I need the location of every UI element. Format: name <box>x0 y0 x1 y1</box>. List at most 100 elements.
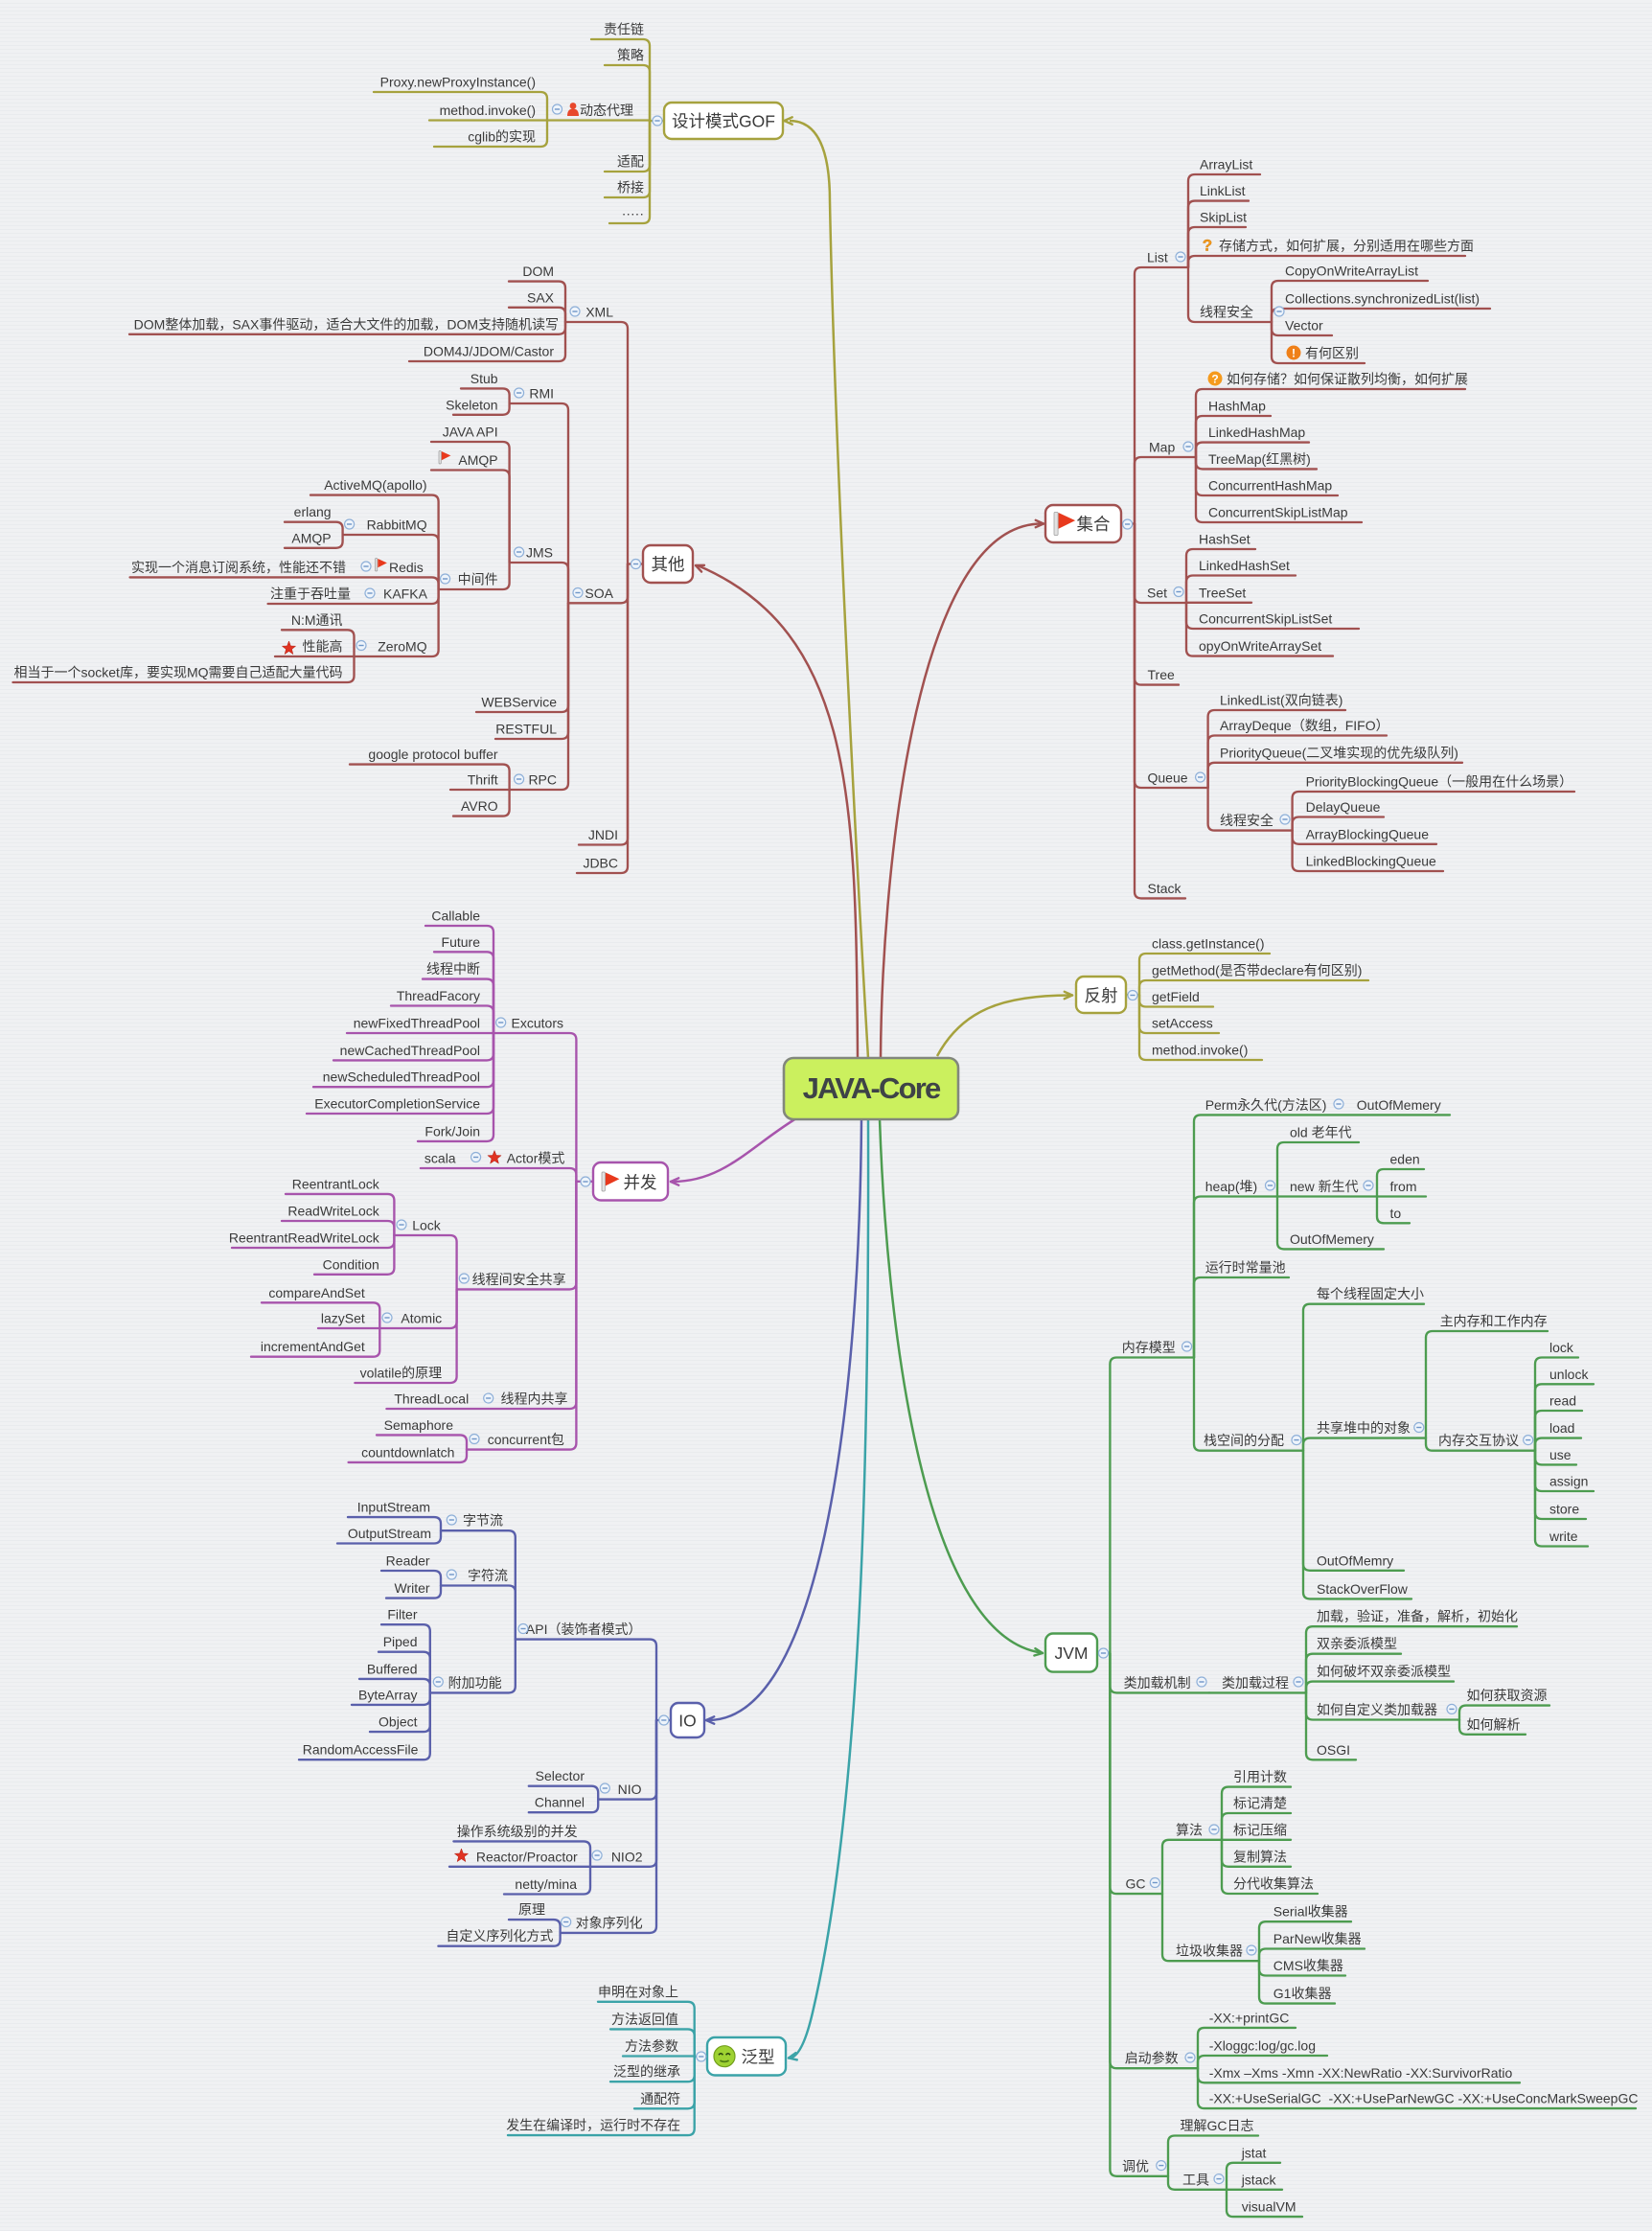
svg-text:运行时常量池: 运行时常量池 <box>1205 1260 1286 1276</box>
svg-text:RabbitMQ: RabbitMQ <box>367 518 427 533</box>
svg-text:newFixedThreadPool: newFixedThreadPool <box>354 1016 480 1031</box>
svg-text:适配: 适配 <box>617 154 644 170</box>
svg-text:线程中断: 线程中断 <box>426 961 480 977</box>
svg-text:?: ? <box>1211 373 1218 386</box>
svg-text:SOA: SOA <box>585 586 613 601</box>
svg-text:Callable: Callable <box>431 908 480 924</box>
svg-text:理解GC日志: 理解GC日志 <box>1181 2118 1254 2133</box>
svg-text:Piped: Piped <box>383 1634 418 1649</box>
svg-text:桥接: 桥接 <box>617 180 644 196</box>
svg-text:Filter: Filter <box>387 1607 417 1622</box>
svg-text:Skeleton: Skeleton <box>446 397 497 412</box>
svg-text:write: write <box>1549 1529 1578 1544</box>
svg-text:Writer: Writer <box>395 1580 430 1596</box>
svg-text:如何自定义类加载器: 如何自定义类加载器 <box>1317 1702 1437 1717</box>
svg-text:加载，验证，准备，解析，初始化: 加载，验证，准备，解析，初始化 <box>1317 1609 1518 1624</box>
svg-text:to: to <box>1390 1206 1402 1221</box>
svg-text:Atomic: Atomic <box>401 1311 442 1326</box>
svg-text:LinkedBlockingQueue: LinkedBlockingQueue <box>1306 854 1436 869</box>
svg-text:-XX:+UseSerialGC -XX:+UseParN: -XX:+UseSerialGC -XX:+UseParNewGC -XX:+U… <box>1209 2091 1639 2106</box>
svg-text:OutOfMemry: OutOfMemry <box>1317 1552 1393 1568</box>
svg-text:引用计数: 引用计数 <box>1233 1769 1287 1784</box>
svg-text:Excutors: Excutors <box>512 1016 563 1031</box>
svg-text:如何解析: 如何解析 <box>1467 1716 1521 1732</box>
svg-text:ReadWriteLock: ReadWriteLock <box>287 1204 379 1219</box>
svg-text:类加载过程: 类加载过程 <box>1222 1675 1289 1690</box>
svg-text:Fork/Join: Fork/Join <box>424 1123 480 1138</box>
svg-text:DOM整体加载，SAX事件驱动，适合大文件的加载，DOM支持: DOM整体加载，SAX事件驱动，适合大文件的加载，DOM支持随机读写 <box>134 316 559 332</box>
svg-text:JAVA-Core: JAVA-Core <box>803 1071 941 1105</box>
svg-text:Object: Object <box>379 1714 418 1730</box>
svg-text:OutOfMemery: OutOfMemery <box>1290 1231 1374 1247</box>
svg-text:AMQP: AMQP <box>291 530 331 545</box>
svg-text:DelayQueue: DelayQueue <box>1306 799 1381 815</box>
svg-text:JVM: JVM <box>1055 1644 1089 1663</box>
svg-text:SAX: SAX <box>527 289 555 305</box>
svg-text:内存交互协议: 内存交互协议 <box>1438 1433 1519 1448</box>
svg-text:发生在编译时，运行时不存在: 发生在编译时，运行时不存在 <box>506 2118 680 2133</box>
svg-text:Selector: Selector <box>536 1768 585 1783</box>
svg-text:主内存和工作内存: 主内存和工作内存 <box>1440 1314 1548 1329</box>
svg-text:volatile的原理: volatile的原理 <box>360 1366 443 1381</box>
svg-text:ByteArray: ByteArray <box>358 1687 417 1702</box>
svg-text:申明在对象上: 申明在对象上 <box>598 1984 678 1999</box>
svg-text:Stub: Stub <box>470 371 498 386</box>
svg-text:Condition: Condition <box>323 1256 379 1272</box>
svg-text:Actor模式: Actor模式 <box>507 1151 565 1166</box>
svg-text:CMS收集器: CMS收集器 <box>1273 1958 1343 1973</box>
svg-text:注重于吞吐量: 注重于吞吐量 <box>270 586 351 602</box>
svg-text:InputStream: InputStream <box>357 1500 430 1515</box>
svg-text:heap(堆): heap(堆) <box>1205 1179 1257 1194</box>
svg-text:Reader: Reader <box>386 1553 430 1569</box>
svg-text:method.invoke(): method.invoke() <box>440 103 536 118</box>
svg-text:store: store <box>1549 1502 1579 1517</box>
svg-text:Vector: Vector <box>1285 318 1323 334</box>
svg-text:垃圾收集器: 垃圾收集器 <box>1176 1944 1243 1959</box>
svg-text:自定义序列化方式: 自定义序列化方式 <box>446 1928 553 1944</box>
svg-text:Proxy.newProxyInstance(): Proxy.newProxyInstance() <box>380 75 536 90</box>
svg-text:LinkedHashMap: LinkedHashMap <box>1208 425 1305 440</box>
svg-text:线程安全: 线程安全 <box>1220 813 1273 828</box>
svg-text:工具: 工具 <box>1182 2172 1209 2187</box>
svg-text:双亲委派模型: 双亲委派模型 <box>1317 1636 1397 1651</box>
svg-text:Lock: Lock <box>412 1218 442 1233</box>
svg-text:-XX:+printGC: -XX:+printGC <box>1209 2010 1290 2025</box>
svg-text:性能高: 性能高 <box>303 639 343 655</box>
svg-text:LinkList: LinkList <box>1200 183 1246 198</box>
svg-text:ConcurrentSkipListMap: ConcurrentSkipListMap <box>1208 505 1348 520</box>
svg-text:use: use <box>1549 1447 1572 1462</box>
svg-text:RESTFUL: RESTFUL <box>495 722 557 737</box>
svg-text:其他: 其他 <box>652 555 685 574</box>
svg-text:Buffered: Buffered <box>367 1661 418 1676</box>
svg-text:ZeroMQ: ZeroMQ <box>378 639 426 655</box>
svg-text:分代收集算法: 分代收集算法 <box>1233 1876 1314 1892</box>
svg-text:eden: eden <box>1390 1152 1420 1167</box>
svg-text:from: from <box>1390 1179 1417 1194</box>
svg-text:setAccess: setAccess <box>1152 1016 1213 1031</box>
svg-text:opyOnWriteArraySet: opyOnWriteArraySet <box>1199 638 1321 654</box>
svg-text:method.invoke(): method.invoke() <box>1152 1043 1248 1058</box>
svg-text:启动参数: 启动参数 <box>1125 2051 1179 2066</box>
svg-text:算法: 算法 <box>1176 1822 1203 1837</box>
svg-text:old 老年代: old 老年代 <box>1290 1125 1352 1140</box>
svg-text:Thrift: Thrift <box>468 772 498 788</box>
svg-text:标记清楚: 标记清楚 <box>1233 1796 1287 1811</box>
svg-text:erlang: erlang <box>294 504 332 519</box>
svg-text:设计模式GOF: 设计模式GOF <box>672 112 775 131</box>
svg-text:CopyOnWriteArrayList: CopyOnWriteArrayList <box>1285 264 1418 279</box>
svg-text:操作系统级别的并发: 操作系统级别的并发 <box>457 1824 578 1839</box>
svg-text:jstack: jstack <box>1241 2172 1277 2187</box>
svg-text:LinkedList(双向链表): LinkedList(双向链表) <box>1220 693 1342 708</box>
svg-text:NIO: NIO <box>618 1782 642 1797</box>
svg-text:字符流: 字符流 <box>468 1568 508 1583</box>
svg-text:JAVA API: JAVA API <box>443 425 498 440</box>
svg-text:ActiveMQ(apollo): ActiveMQ(apollo) <box>324 477 426 493</box>
svg-text:栈空间的分配: 栈空间的分配 <box>1204 1433 1284 1448</box>
svg-text:lazySet: lazySet <box>321 1311 365 1326</box>
svg-text:G1收集器: G1收集器 <box>1273 1986 1332 2001</box>
svg-text:RandomAccessFile: RandomAccessFile <box>303 1742 419 1758</box>
svg-text:反射: 反射 <box>1085 986 1118 1005</box>
svg-text:XML: XML <box>585 305 613 320</box>
svg-text:实现一个消息订阅系统，性能还不错: 实现一个消息订阅系统，性能还不错 <box>131 560 346 575</box>
svg-text:newCachedThreadPool: newCachedThreadPool <box>340 1043 480 1058</box>
